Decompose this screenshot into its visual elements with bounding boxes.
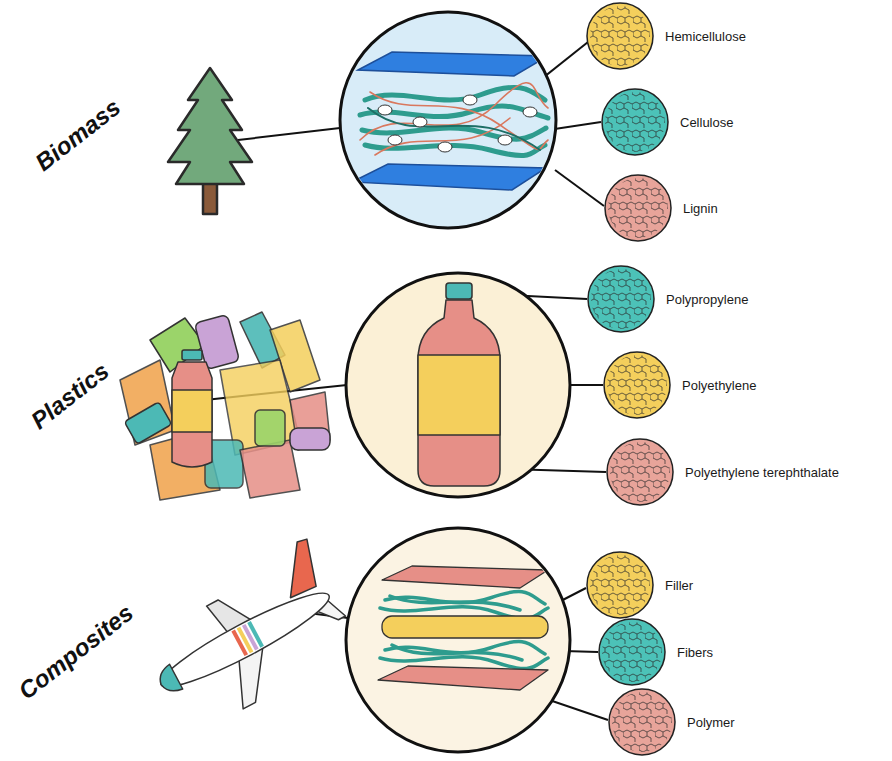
zoom-circle	[340, 12, 556, 228]
material-node: Polypropylene	[586, 264, 750, 334]
row-label: Composites	[13, 599, 138, 706]
molecule-circle	[585, 1, 655, 71]
row-label: Biomass	[30, 93, 126, 177]
circle-fill	[587, 552, 653, 618]
molecule-texture	[590, 555, 650, 615]
material-label: Polymer	[685, 714, 737, 731]
molecule-circle	[603, 173, 673, 243]
material-node: Cellulose	[600, 87, 735, 157]
bottle-sketch	[418, 283, 500, 486]
material-label: Hemicellulose	[663, 28, 748, 45]
circle-fill	[588, 266, 654, 332]
material-label: Cellulose	[678, 114, 735, 131]
material-node: Polyethylene terephthalate	[605, 437, 841, 507]
composite-sketch	[378, 566, 548, 690]
material-label: Polyethylene terephthalate	[683, 464, 841, 481]
material-node: Filler	[585, 550, 695, 620]
material-node: Fibers	[597, 617, 715, 687]
material-label: Lignin	[681, 200, 720, 217]
molecule-texture	[605, 92, 665, 152]
material-label: Filler	[663, 577, 695, 594]
tree-icon	[168, 68, 252, 214]
material-label: Polyethylene	[680, 377, 758, 394]
molecule-circle	[597, 617, 667, 687]
zoom-circle	[346, 273, 570, 497]
circle-fill	[605, 175, 671, 241]
molecule-circle	[600, 87, 670, 157]
circle-fill	[587, 3, 653, 69]
molecule-circle	[607, 687, 677, 757]
molecule-texture	[607, 355, 667, 415]
zoom-circle	[346, 528, 570, 752]
molecule-texture	[590, 6, 650, 66]
material-node: Polymer	[607, 687, 737, 757]
circle-fill	[609, 689, 675, 755]
lignocellulose-sketch	[352, 52, 548, 190]
material-node: Polyethylene	[602, 350, 758, 420]
molecule-texture	[591, 269, 651, 329]
material-node: Hemicellulose	[585, 1, 748, 71]
material-label: Fibers	[675, 644, 715, 661]
circle-fill	[604, 352, 670, 418]
row-label: Plastics	[26, 357, 115, 435]
molecule-texture	[610, 442, 670, 502]
circle-fill	[602, 89, 668, 155]
molecule-texture	[608, 178, 668, 238]
molecule-circle	[602, 350, 672, 420]
molecule-circle	[605, 437, 675, 507]
material-label: Polypropylene	[664, 291, 750, 308]
circle-fill	[607, 439, 673, 505]
airplane-icon	[132, 537, 363, 737]
molecule-circle	[586, 264, 656, 334]
plastics-pile	[120, 312, 330, 500]
molecule-texture	[602, 622, 662, 682]
circle-fill	[599, 619, 665, 685]
molecule-circle	[585, 550, 655, 620]
molecule-texture	[612, 692, 672, 752]
material-node: Lignin	[603, 173, 720, 243]
